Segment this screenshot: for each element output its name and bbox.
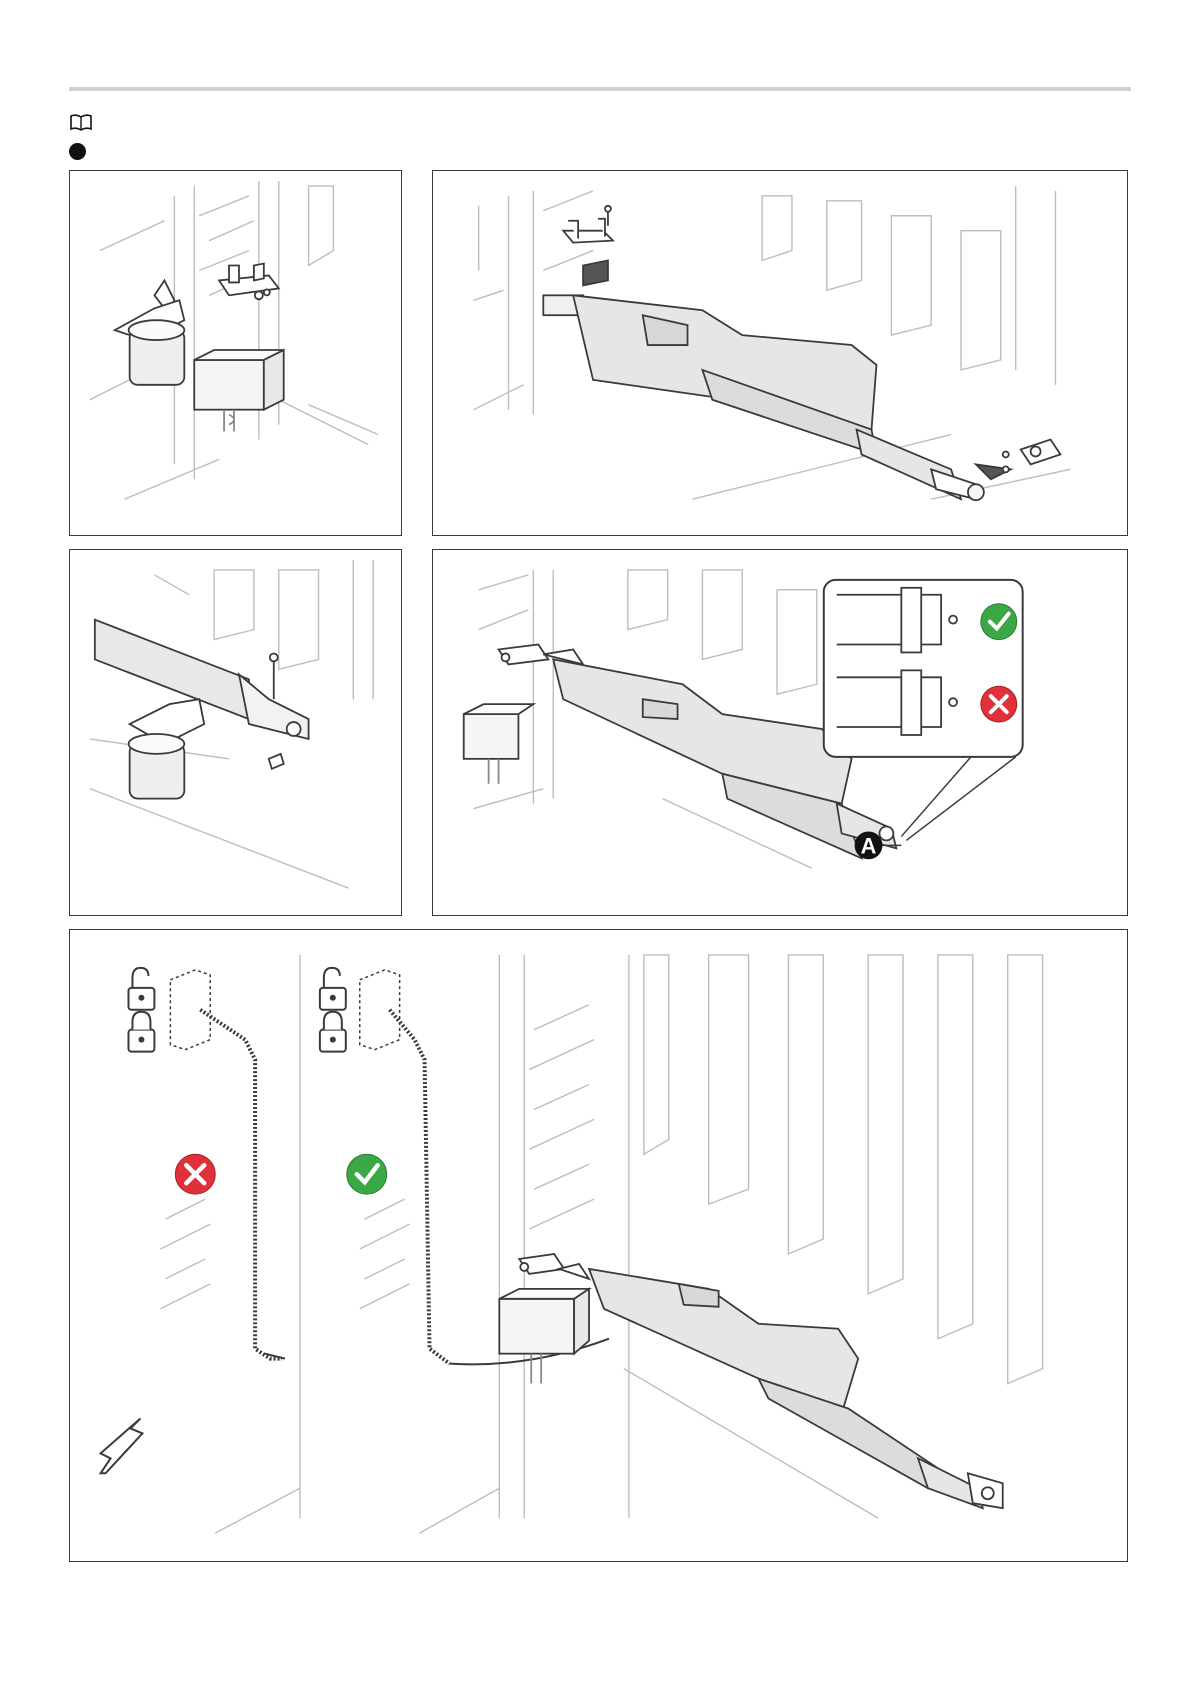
illustration-actuator-install bbox=[433, 171, 1127, 535]
illustration-front-bolt bbox=[70, 550, 401, 915]
panel-post-bracket-mount bbox=[69, 170, 402, 536]
locked-padlock-icon bbox=[128, 1012, 154, 1052]
illustration-post-bracket bbox=[70, 171, 401, 535]
panel-actuator-install bbox=[432, 170, 1128, 536]
actuator bbox=[499, 1254, 1002, 1508]
cross-icon bbox=[175, 1154, 215, 1194]
unlocked-padlock-icon bbox=[128, 968, 154, 1010]
header-rule bbox=[69, 87, 1131, 91]
check-icon bbox=[347, 1154, 387, 1194]
book-icon bbox=[69, 113, 93, 131]
down-arrow-icon bbox=[101, 1418, 143, 1473]
panel-front-bolt bbox=[69, 549, 402, 916]
cross-icon bbox=[981, 686, 1017, 722]
svg-text:A: A bbox=[861, 833, 877, 858]
unlocked-padlock-icon bbox=[320, 968, 346, 1010]
panel-cable-routing bbox=[69, 929, 1128, 1562]
illustration-cable-routing bbox=[70, 930, 1127, 1561]
locked-padlock-icon bbox=[320, 1012, 346, 1052]
callout-a: A bbox=[855, 831, 902, 859]
black-dot-icon bbox=[69, 143, 86, 160]
detail-callout bbox=[824, 580, 1023, 841]
panel-alignment-check: A bbox=[432, 549, 1128, 916]
illustration-alignment-check: A bbox=[433, 550, 1127, 915]
check-icon bbox=[981, 604, 1017, 640]
